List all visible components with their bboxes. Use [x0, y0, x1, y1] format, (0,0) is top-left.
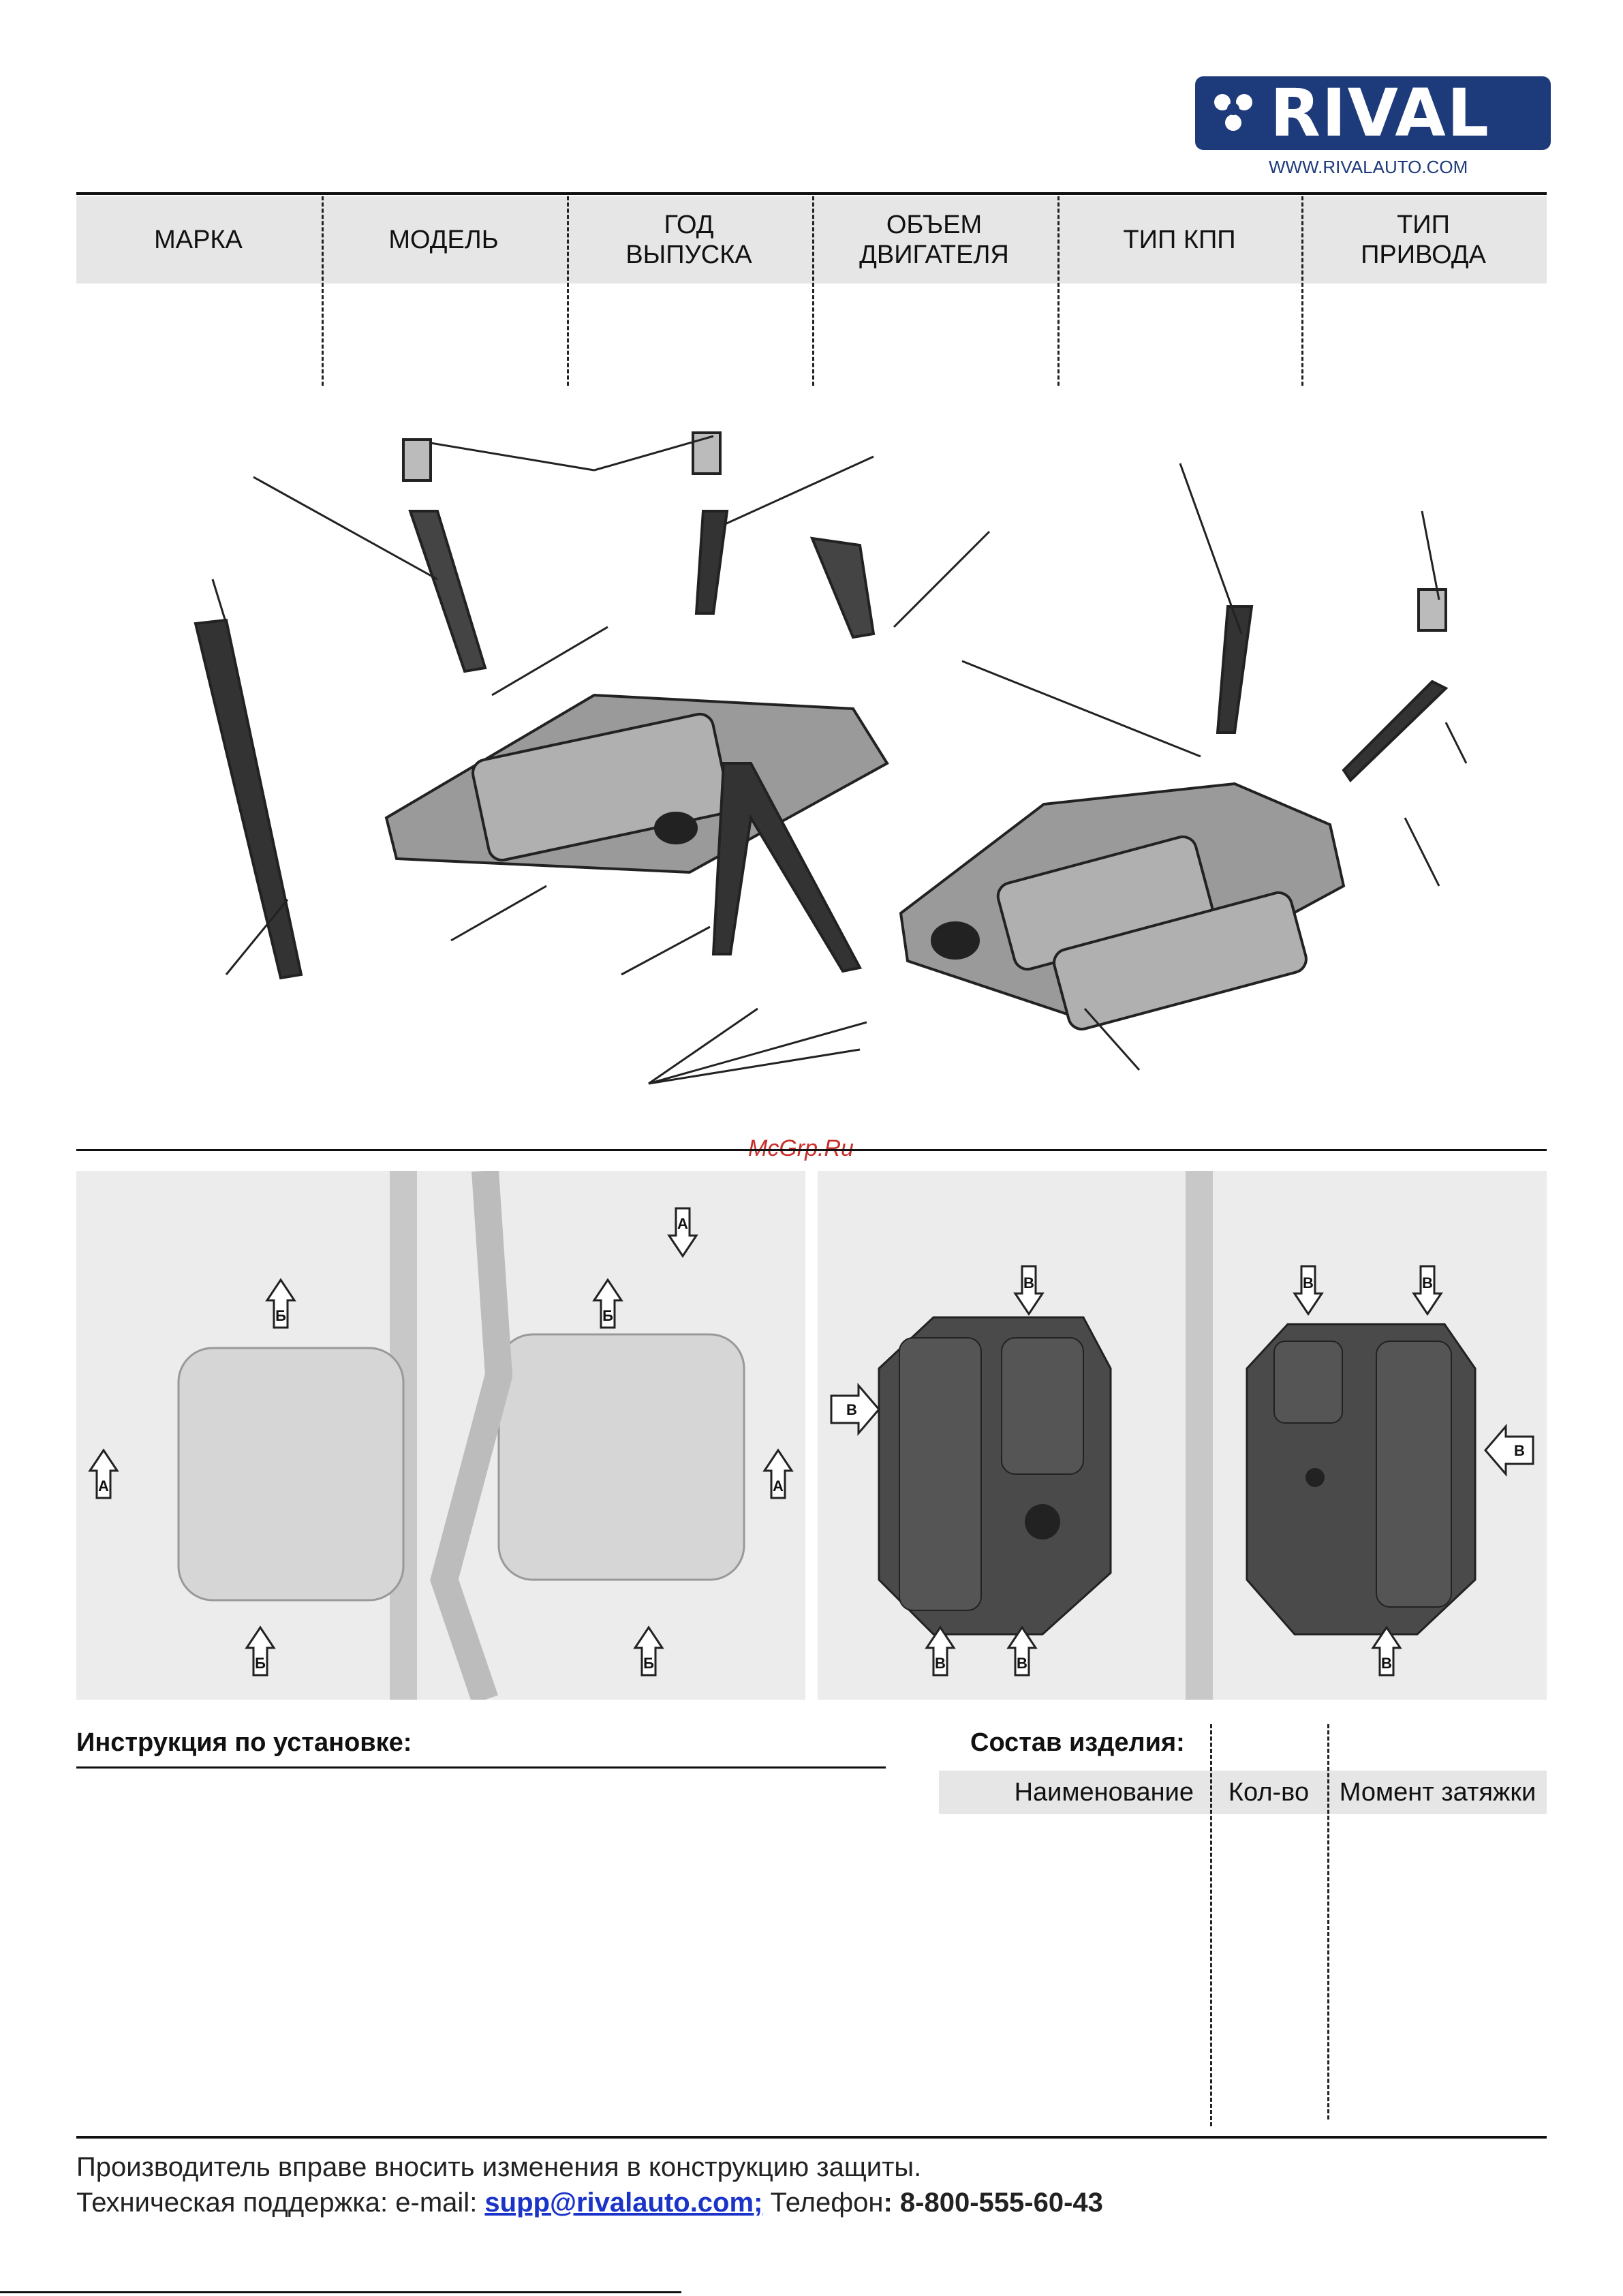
clip-right — [1417, 588, 1447, 632]
label-a: А — [773, 1478, 784, 1495]
install-photo-plates: В В В В В В В В — [818, 1171, 1547, 1700]
right-plate-recess-2 — [1053, 891, 1308, 1031]
composition-col-qty: Кол-во — [1228, 1777, 1310, 1807]
label-a: А — [98, 1478, 109, 1495]
exploded-assembly-diagram — [194, 431, 1468, 1085]
label-v: В — [1422, 1274, 1433, 1291]
composition-header-band — [939, 1771, 1547, 1814]
header-top-rule — [76, 192, 1547, 195]
support-separator: ; — [754, 2188, 763, 2218]
spec-divider — [1301, 196, 1303, 386]
label-b: Б — [255, 1655, 266, 1672]
label-b: Б — [275, 1307, 286, 1324]
label-arrow-b — [245, 1625, 276, 1677]
v-support-bracket — [711, 762, 863, 973]
brand-logo: RIVAL — [1195, 76, 1551, 150]
clip-center — [692, 431, 722, 475]
right-plate-drain-hole — [931, 921, 980, 960]
spec-col-model: МОДЕЛЬ — [388, 226, 499, 254]
label-b: Б — [602, 1307, 613, 1324]
left-plate-drain-hole — [654, 812, 698, 844]
long-side-bracket — [194, 618, 303, 980]
bracket-right — [1216, 605, 1254, 734]
label-v: В — [1017, 1655, 1027, 1672]
label-arrow-b — [265, 1278, 296, 1329]
label-arrow-a — [762, 1448, 794, 1499]
spec-col-drive: ТИП ПРИВОДА — [1361, 211, 1486, 269]
composition-divider — [1327, 1724, 1329, 2119]
spec-divider — [322, 196, 324, 386]
exhaust-pipe — [430, 1171, 513, 1700]
label-arrow-a — [88, 1448, 119, 1499]
install-photo-brackets: А А А Б Б Б Б — [76, 1171, 805, 1700]
label-v: В — [935, 1655, 946, 1672]
bracket-center-right — [809, 536, 876, 639]
logo-text: RIVAL — [1270, 75, 1490, 151]
label-arrow-b — [633, 1625, 664, 1677]
footer-disclaimer: Производитель вправе вносить изменения в… — [76, 2152, 922, 2182]
composition-divider — [1210, 1724, 1212, 2126]
spec-divider — [812, 196, 814, 386]
bracket-far-right — [1342, 679, 1449, 783]
label-v: В — [1381, 1655, 1392, 1672]
logo-emblem-icon — [1214, 94, 1252, 131]
instructions-title: Инструкция по установке: — [76, 1728, 412, 1757]
spec-col-brand: МАРКА — [154, 226, 243, 254]
section-separator — [76, 1149, 1547, 1151]
support-label: Техническая поддержка: e-mail: — [76, 2188, 485, 2218]
composition-col-name: Наименование — [1014, 1777, 1194, 1807]
label-b: Б — [643, 1655, 654, 1672]
spec-divider — [567, 196, 569, 386]
watermark: McGrp.Ru — [748, 1135, 854, 1161]
spec-col-year: ГОД ВЫПУСКА — [625, 211, 752, 269]
support-email-link[interactable]: supp@rivalauto.com — [484, 2188, 754, 2218]
spec-col-gearbox: ТИП КПП — [1123, 226, 1236, 254]
spec-divider — [1057, 196, 1060, 386]
label-a: А — [677, 1215, 688, 1232]
label-v: В — [846, 1401, 857, 1418]
fuel-tank-left-half — [177, 1347, 405, 1602]
composition-col-torque: Момент затяжки — [1339, 1777, 1536, 1807]
support-phone: : 8-800-555-60-43 — [883, 2188, 1103, 2218]
label-arrow-b — [592, 1278, 623, 1329]
bracket-center-upper — [694, 510, 729, 615]
footer-support: Техническая поддержка: e-mail: supp@riva… — [76, 2188, 1103, 2218]
label-v: В — [1023, 1274, 1034, 1291]
phone-label: Телефон — [762, 2188, 884, 2218]
footer-rule — [76, 2136, 1547, 2139]
label-v: В — [1303, 1274, 1314, 1291]
website-link[interactable]: WWW.RIVALAUTO.COM — [1269, 157, 1468, 177]
label-arrow-a — [667, 1207, 698, 1258]
fuel-tank-right-half — [497, 1333, 745, 1581]
instructions-underline — [76, 1766, 886, 1769]
bracket-left-upper — [408, 510, 487, 673]
label-v: В — [1514, 1442, 1525, 1459]
clip-left — [402, 438, 432, 482]
composition-title: Состав изделия: — [970, 1728, 1185, 1757]
spec-col-engine: ОБЪЕМ ДВИГАТЕЛЯ — [859, 211, 1009, 269]
bottom-edge-rule — [0, 2291, 681, 2293]
